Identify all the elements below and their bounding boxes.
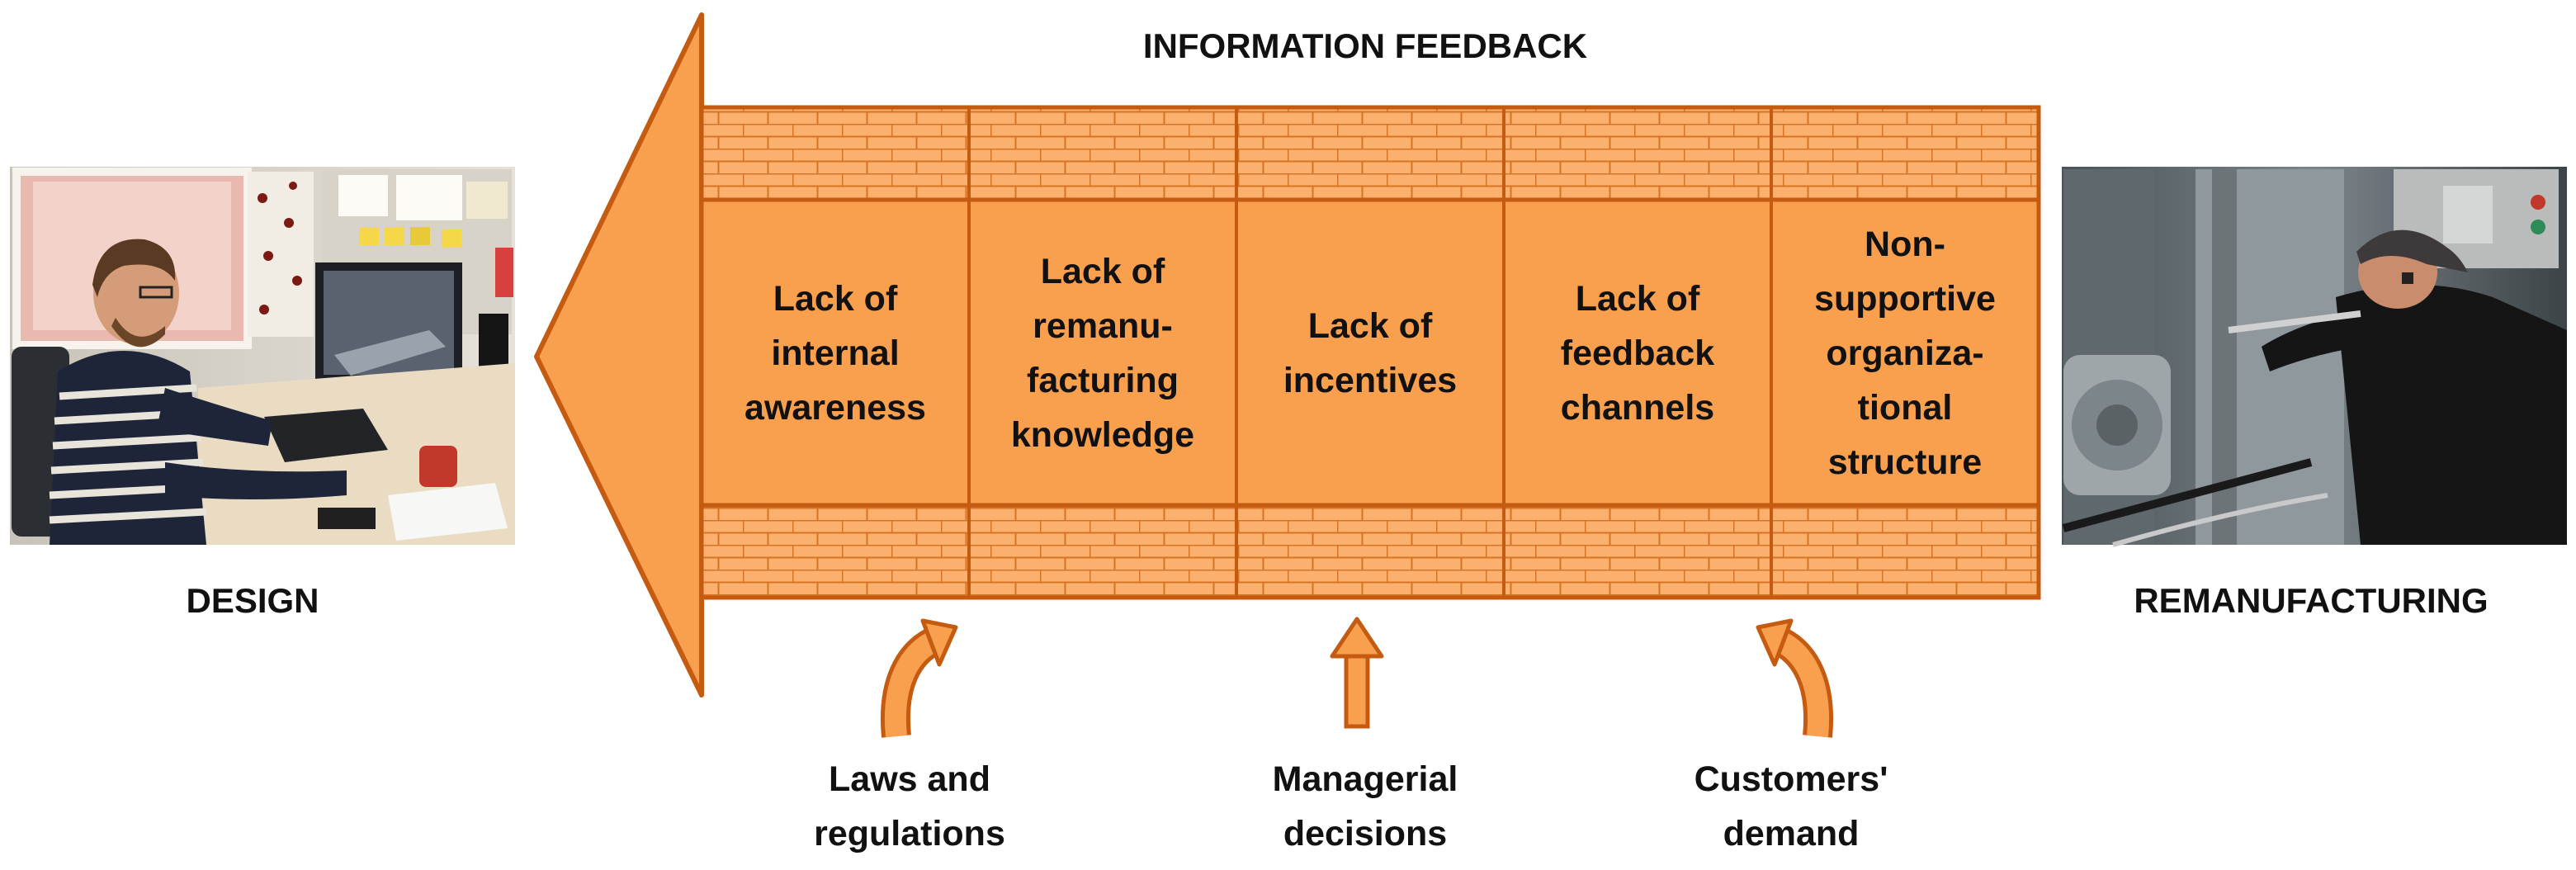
barrier-label-line: Lack of	[1041, 252, 1165, 291]
barrier-label-line: incentives	[1283, 361, 1457, 400]
barrier-label-line: Lack of	[1308, 306, 1433, 346]
influence-label: Customers' demand	[1694, 759, 1888, 853]
barrier-label: Lack of remanu-facturing knowledge	[1011, 252, 1194, 455]
remanufacturing-label: REMANUFACTURING	[2134, 581, 2488, 620]
barrier-band	[699, 197, 2041, 508]
barrier-label-line: supportive	[1814, 279, 1996, 319]
barrier-label-line: facturing	[1027, 361, 1179, 400]
barrier-label-line: Lack of	[773, 279, 898, 319]
barrier-label-line: organiza-	[1826, 333, 1983, 373]
influence-label-line: regulations	[814, 814, 1005, 853]
influence-label-line: demand	[1723, 814, 1860, 853]
diagram-title: INFORMATION FEEDBACK	[1143, 26, 1587, 65]
information-feedback-arrow: Lack of internal awareness Lack of remanu-fa…	[534, 12, 2041, 697]
barrier-label-line: internal	[771, 333, 899, 373]
barrier-label: Lack of incentives	[1283, 306, 1457, 400]
influence-label: Laws and regulations	[814, 759, 1005, 853]
managerial-arrow-icon	[1330, 617, 1384, 729]
barrier-label: Lack of internal awareness	[744, 279, 926, 428]
design-photo	[10, 167, 515, 545]
barrier-label-line: remanu-	[1033, 306, 1173, 346]
arrow-head	[534, 12, 704, 697]
barrier-label-line: awareness	[744, 388, 926, 428]
influence-label: Managerial decisions	[1273, 759, 1458, 853]
design-label: DESIGN	[186, 581, 319, 620]
barrier-label-line: knowledge	[1011, 415, 1194, 455]
barrier-label-line: Non-	[1865, 225, 1945, 264]
barrier-label: Lack of feedback channels	[1561, 279, 1715, 428]
remanufacturing-photo	[2062, 167, 2567, 547]
barrier-label-line: tional	[1858, 388, 1953, 428]
customers-arrow-icon	[1756, 618, 1833, 738]
influence-label-line: Laws and	[829, 759, 990, 799]
top-brick-band	[699, 105, 2041, 202]
barrier-label-line: Lack of	[1576, 279, 1700, 319]
influence-label-line: Managerial	[1273, 759, 1458, 799]
influence-label-line: decisions	[1283, 814, 1447, 853]
barrier-label-line: feedback	[1561, 333, 1715, 373]
bottom-brick-band	[699, 503, 2041, 600]
barrier-label-line: channels	[1561, 388, 1714, 428]
laws-arrow-icon	[881, 618, 958, 738]
barrier-label: Non-supportive organiza-tional structure	[1814, 225, 1996, 482]
barrier-label-line: structure	[1828, 442, 1982, 482]
influence-label-line: Customers'	[1694, 759, 1888, 799]
